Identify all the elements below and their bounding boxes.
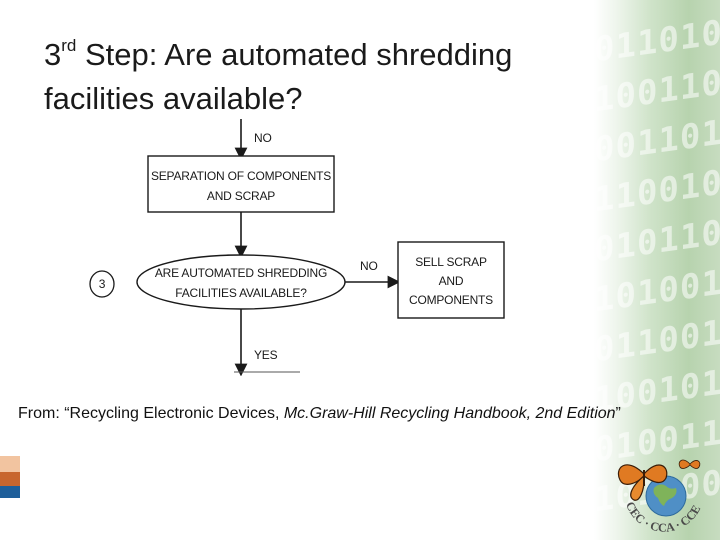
citation-suffix: ” — [615, 405, 621, 422]
decision-line2: FACILITIES AVAILABLE? — [175, 286, 307, 300]
step-number-circle — [89, 270, 115, 298]
outcome-line2: AND — [439, 274, 464, 288]
no-branch-label: NO — [360, 259, 378, 273]
yes-branch-label: YES — [254, 348, 278, 362]
left-accent-block-top — [0, 456, 20, 472]
left-accent-block-bottom — [0, 486, 20, 498]
outcome-box — [397, 241, 505, 319]
title-step-number: 3 — [44, 37, 62, 72]
title-text: Step: Are automated shredding facilities… — [44, 37, 513, 116]
binary-code-background: 0110100 1001101 0011010 1100101 0101100 … — [594, 0, 720, 540]
monarch-butterfly-globe-icon: CEC · CCA · CCE — [617, 459, 703, 535]
citation-prefix: From: “Recycling Electronic Devices, — [18, 405, 284, 422]
slide-title: 3rd Step: Are automated shredding facili… — [44, 24, 604, 121]
process-box-line2: AND SCRAP — [207, 189, 275, 203]
decision-ellipse — [136, 254, 346, 310]
process-box — [147, 155, 335, 213]
top-arrow-label: NO — [254, 131, 272, 145]
title-ordinal-suffix: rd — [61, 36, 77, 55]
flowchart-diagram: NO SEPARATION OF COMPONENTS AND SCRAP 3 … — [89, 119, 505, 376]
citation: From: “Recycling Electronic Devices, Mc.… — [18, 405, 718, 423]
left-accent-block-middle — [0, 472, 20, 486]
citation-source: Mc.Graw-Hill Recycling Handbook, 2nd Edi… — [283, 405, 616, 422]
outcome-line1: SELL SCRAP — [415, 255, 487, 269]
process-box-line1: SEPARATION OF COMPONENTS — [151, 169, 331, 183]
outcome-line3: COMPONENTS — [409, 293, 493, 307]
step-number-text: 3 — [99, 277, 106, 291]
decision-line1: ARE AUTOMATED SHREDDING — [155, 266, 327, 280]
